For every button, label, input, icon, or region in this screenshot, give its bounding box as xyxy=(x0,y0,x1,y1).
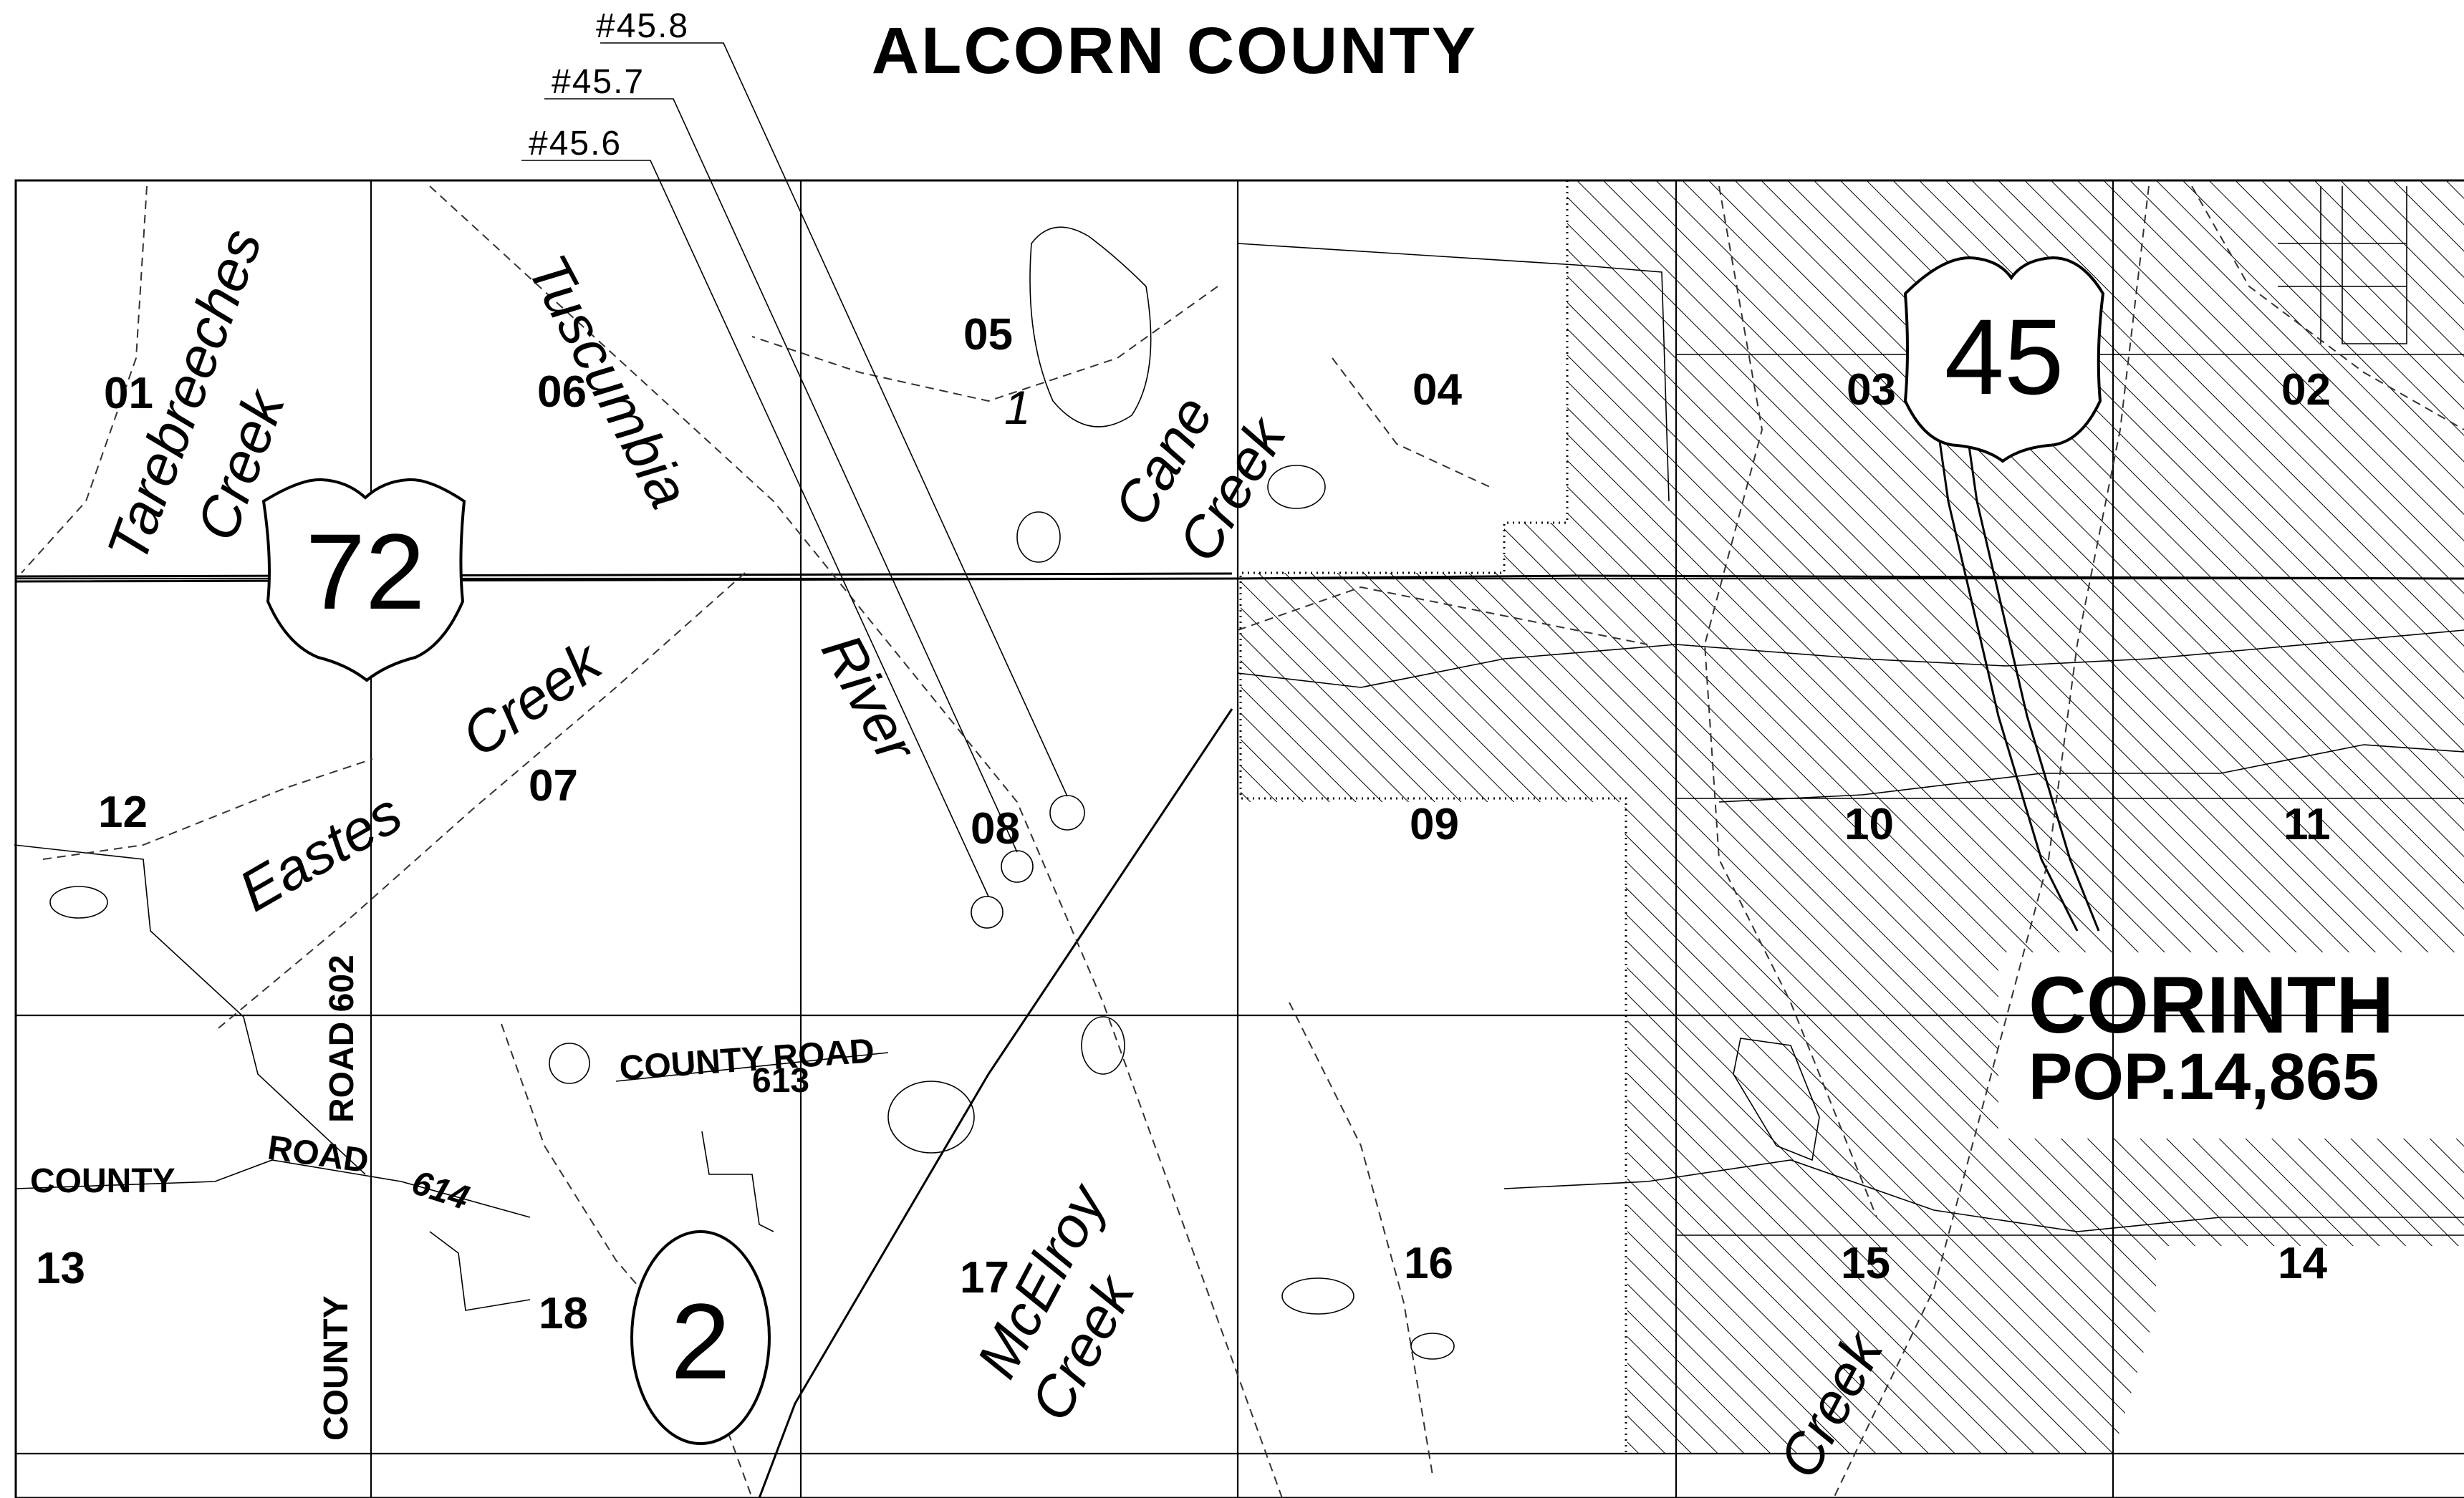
city-population: POP.14,865 xyxy=(2029,1040,2379,1113)
watercourses xyxy=(21,185,2464,1498)
section-07: 07 xyxy=(529,761,578,811)
county-road-602-label: ROAD 602 xyxy=(323,955,361,1123)
section-13: 13 xyxy=(36,1244,85,1293)
eastes-creek-label-1: Eastes xyxy=(228,781,412,923)
section-18: 18 xyxy=(539,1289,588,1338)
feature-number-1: 1 xyxy=(1004,381,1031,434)
section-14: 14 xyxy=(2278,1239,2327,1288)
ms-2-number: 2 xyxy=(670,1281,730,1401)
ms-2-shield: 2 xyxy=(630,1230,771,1445)
corinth-city-limits xyxy=(1239,180,2464,1454)
section-02: 02 xyxy=(2281,365,2331,415)
us-72-shield: 72 xyxy=(261,478,466,682)
county-road-614-label-2: ROAD xyxy=(265,1129,370,1180)
section-10: 10 xyxy=(1844,800,1894,849)
section-05: 05 xyxy=(963,310,1013,359)
map-title: ALCORN COUNTY xyxy=(872,14,1478,87)
road-network xyxy=(14,186,2464,1498)
us-72-number: 72 xyxy=(306,511,425,632)
county-road-614-label-3: 614 xyxy=(408,1164,474,1217)
us-45-shield: 45 xyxy=(1903,256,2105,463)
section-08: 08 xyxy=(971,804,1020,854)
section-15: 15 xyxy=(1841,1239,1890,1288)
section-09: 09 xyxy=(1410,800,1459,849)
section-17: 17 xyxy=(960,1253,1009,1303)
section-numbers: 01 02 03 04 05 06 07 08 09 10 11 12 13 1… xyxy=(36,310,2331,1338)
milepost-45-6: #45.6 xyxy=(529,125,622,163)
section-12: 12 xyxy=(98,788,148,837)
county-road-602-county-label: COUNTY xyxy=(317,1295,355,1441)
corinth-city-label: CORINTH POP.14,865 xyxy=(2029,960,2394,1113)
section-16: 16 xyxy=(1404,1239,1453,1288)
tuscumbia-river-label-2: River xyxy=(809,624,930,774)
county-road-614-label-1: COUNTY xyxy=(30,1162,175,1200)
milepost-45-8: #45.8 xyxy=(596,7,689,45)
section-01: 01 xyxy=(104,369,153,418)
county-road-613-label-1: COUNTY ROAD xyxy=(618,1032,875,1088)
section-11: 11 xyxy=(2283,800,2331,849)
city-name: CORINTH xyxy=(2029,960,2394,1050)
milepost-45-7: #45.7 xyxy=(552,63,645,101)
marker-leaders xyxy=(521,42,1068,897)
section-04: 04 xyxy=(1413,365,1462,415)
section-06: 06 xyxy=(537,367,587,417)
map-frame xyxy=(14,179,2464,1498)
county-road-613-label-2: 613 xyxy=(752,1062,809,1100)
eastes-creek-label-2: Creek xyxy=(451,627,615,769)
us-45-number: 45 xyxy=(1945,296,2064,417)
ponds xyxy=(49,226,1820,1360)
section-03: 03 xyxy=(1847,365,1896,415)
